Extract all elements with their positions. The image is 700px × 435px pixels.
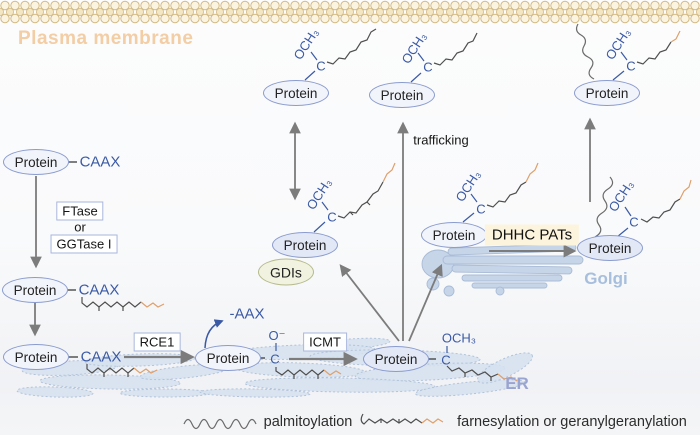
protein-ellipse-prenylated: Protein <box>2 277 68 303</box>
protein-ellipse-cytosolic: Protein <box>3 149 69 175</box>
carbon-label-pm-1: C <box>316 58 326 74</box>
protein-ellipse-pm-3: Protein <box>574 80 640 106</box>
protein-ellipse-golgi-1: Protein <box>421 222 487 248</box>
legend-farnesylation-glyph <box>360 413 444 425</box>
carbon-label-rce1: C <box>270 351 280 367</box>
legend-farnesylation-label: farnesylation or geranylgeranylation <box>457 414 687 430</box>
och3-label-er: OCH₃ <box>441 330 477 346</box>
carbon-label-pm-2: C <box>423 59 433 75</box>
minus-aax-label: -AAX <box>229 305 265 323</box>
caax-label-3: CAAX <box>80 348 122 366</box>
caax-label-2: CAAX <box>78 281 120 299</box>
o-minus-label: O⁻ <box>268 328 286 343</box>
rce1-box: RCE1 <box>133 332 181 352</box>
or-label: or <box>74 219 86 235</box>
dash-links <box>66 161 436 360</box>
legend-palmitoylation-label: palmitoylation <box>263 414 353 430</box>
carbon-label-golgi-2: C <box>629 214 639 230</box>
er-label: ER <box>505 374 529 393</box>
carbon-label-er: C <box>441 352 451 368</box>
carbon-label-pm-3: C <box>626 58 636 74</box>
plasma-membrane-label: Plasma membrane <box>18 28 194 49</box>
plasma-membrane-bilayer <box>0 0 700 24</box>
protein-ellipse-post-rce1: Protein <box>195 345 261 371</box>
carbon-label-golgi-1: C <box>476 201 486 217</box>
protein-ellipse-er-methylated: Protein <box>363 346 429 372</box>
prenyl-chains <box>81 28 681 381</box>
prenyl-chain-orange-tips <box>133 30 692 382</box>
carbon-label-gdi: C <box>327 209 337 225</box>
icmt-box: ICMT <box>303 332 347 352</box>
protein-ellipse-gdi-bound: Protein <box>272 232 338 258</box>
caax-label-1: CAAX <box>79 153 121 171</box>
ggtase1-box: GGTase I <box>50 234 118 254</box>
palmitoyl-chains <box>575 23 614 238</box>
protein-ellipse-golgi-2: Protein <box>577 235 643 261</box>
protein-ellipse-pm-1: Protein <box>263 80 329 106</box>
pathway-arrows <box>29 117 596 367</box>
legend-palmitoylation-squiggle <box>183 418 257 430</box>
ftase-box: FTase <box>56 201 104 221</box>
protein-ellipse-er-caax: Protein <box>3 344 69 370</box>
arrow-to-gdi-pool <box>339 264 400 342</box>
trafficking-label: trafficking <box>413 132 469 148</box>
arrow-aax-release <box>204 319 224 349</box>
gdis-ellipse: GDIs <box>258 258 314 286</box>
golgi-label: Golgi <box>584 269 628 288</box>
dhhc-pats-label: DHHC PATs <box>484 224 580 246</box>
protein-ellipse-pm-2: Protein <box>369 82 435 108</box>
arrow-to-golgi <box>408 263 443 342</box>
